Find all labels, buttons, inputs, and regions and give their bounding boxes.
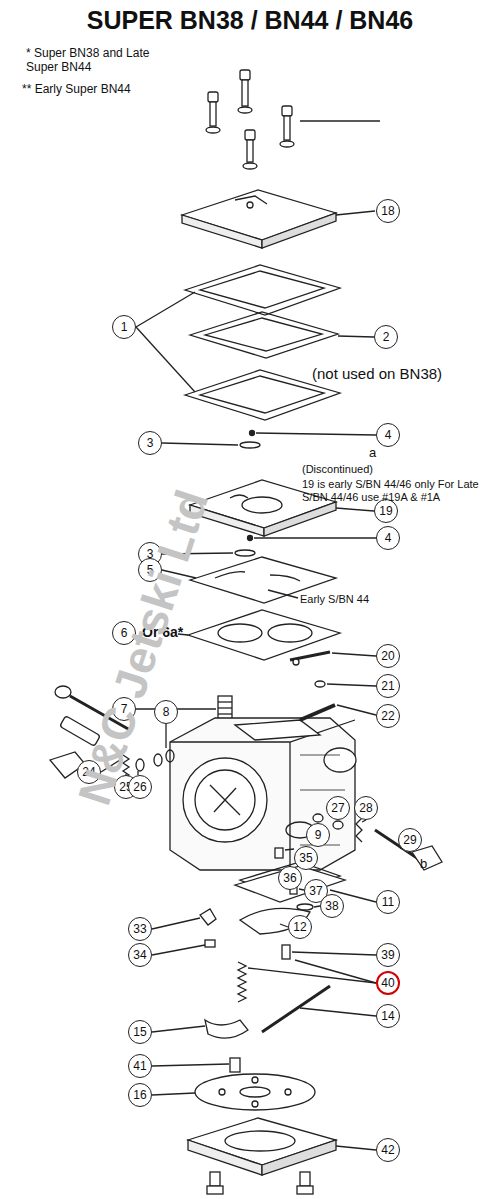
callout-number: 37	[309, 885, 322, 897]
callout-circle: 38	[320, 894, 344, 918]
note-label: * Super BN38 and Late Super BN44	[26, 46, 166, 75]
callout-number: 40	[381, 977, 394, 989]
callout-number: 42	[381, 1144, 394, 1156]
callout-circle: 33	[128, 917, 152, 941]
callout-circle: 11	[376, 890, 400, 914]
callout-circle: 4	[376, 526, 400, 550]
callout-circle: 29	[398, 828, 422, 852]
callout-number: 21	[381, 680, 394, 692]
callout-number: 20	[381, 650, 394, 662]
callout-number: 18	[381, 205, 394, 217]
note-label: b	[420, 856, 427, 872]
callout-number: 11	[382, 896, 394, 908]
callout-circle: 26	[128, 775, 152, 799]
callout-circle: 35	[294, 846, 318, 870]
callout-number: 5	[147, 564, 154, 576]
callout-circle: 1	[112, 315, 136, 339]
top-screws	[206, 70, 294, 169]
callout-circle: 15	[128, 1020, 152, 1044]
callout-circle: 36	[278, 866, 302, 890]
callout-circle: 9	[306, 823, 330, 847]
callout-number: 38	[325, 900, 338, 912]
callout-circle: 5	[138, 558, 162, 582]
note-label: (not used on BN38)	[312, 365, 497, 383]
callout-number: 14	[381, 1010, 394, 1022]
callout-circle: 7	[112, 697, 136, 721]
callout-number: 35	[299, 852, 312, 864]
callout-number: 28	[359, 802, 372, 814]
callout-number: 39	[381, 949, 394, 961]
note-label: 19 is early S/BN 44/46 only For Late S/B…	[302, 478, 492, 504]
callout-number: 15	[133, 1026, 146, 1038]
note-label: Or 6a*	[142, 624, 183, 641]
callout-circle: 34	[128, 943, 152, 967]
callout-circle: 6	[112, 621, 136, 645]
callout-circle: 21	[376, 674, 400, 698]
callout-number: 6	[121, 627, 128, 639]
callout-number: 33	[133, 923, 146, 935]
callout-circle: 42	[376, 1138, 400, 1162]
callout-circle: 27	[326, 796, 350, 820]
callout-number: 29	[403, 834, 416, 846]
callout-number: 9	[315, 829, 322, 841]
callout-number: 19	[379, 505, 392, 517]
callout-number: 26	[133, 781, 146, 793]
callout-circle: 16	[128, 1083, 152, 1107]
callout-number: 4	[385, 532, 392, 544]
page-title: SUPER BN38 / BN44 / BN46	[0, 6, 500, 35]
callout-number: 16	[133, 1089, 146, 1101]
callout-circle: 24	[77, 760, 101, 784]
callout-number: 12	[293, 921, 306, 933]
callout-circle: 8	[154, 700, 178, 724]
callout-circle: 18	[376, 199, 400, 223]
callout-circle: 39	[376, 943, 400, 967]
callout-number: 3	[147, 437, 154, 449]
callout-number: 8	[163, 706, 170, 718]
callout-number: 41	[133, 1060, 146, 1072]
callout-circle: 20	[376, 644, 400, 668]
callout-circle: 2	[374, 325, 398, 349]
callout-circle: 28	[354, 796, 378, 820]
note-label: ** Early Super BN44	[22, 82, 172, 96]
callout-circle: 41	[128, 1054, 152, 1078]
callout-circle: 3	[138, 431, 162, 455]
callout-number: 2	[383, 331, 390, 343]
note-label: (Discontinued)	[302, 463, 373, 476]
callout-circle: 22	[376, 704, 400, 728]
note-label: a	[369, 445, 376, 461]
callout-number: 27	[331, 802, 344, 814]
callout-number: 34	[133, 949, 146, 961]
note-label: Early S/BN 44	[300, 593, 369, 606]
callout-number: 22	[381, 710, 394, 722]
callout-circle: 40	[376, 971, 400, 995]
callout-circle: 14	[376, 1004, 400, 1028]
callout-number: 4	[385, 429, 392, 441]
callout-number: 7	[121, 703, 128, 715]
callout-number: 1	[121, 321, 128, 333]
callout-number: 24	[82, 766, 95, 778]
callout-circle: 12	[288, 915, 312, 939]
callout-circle: 4	[376, 423, 400, 447]
callout-number: 36	[283, 872, 296, 884]
